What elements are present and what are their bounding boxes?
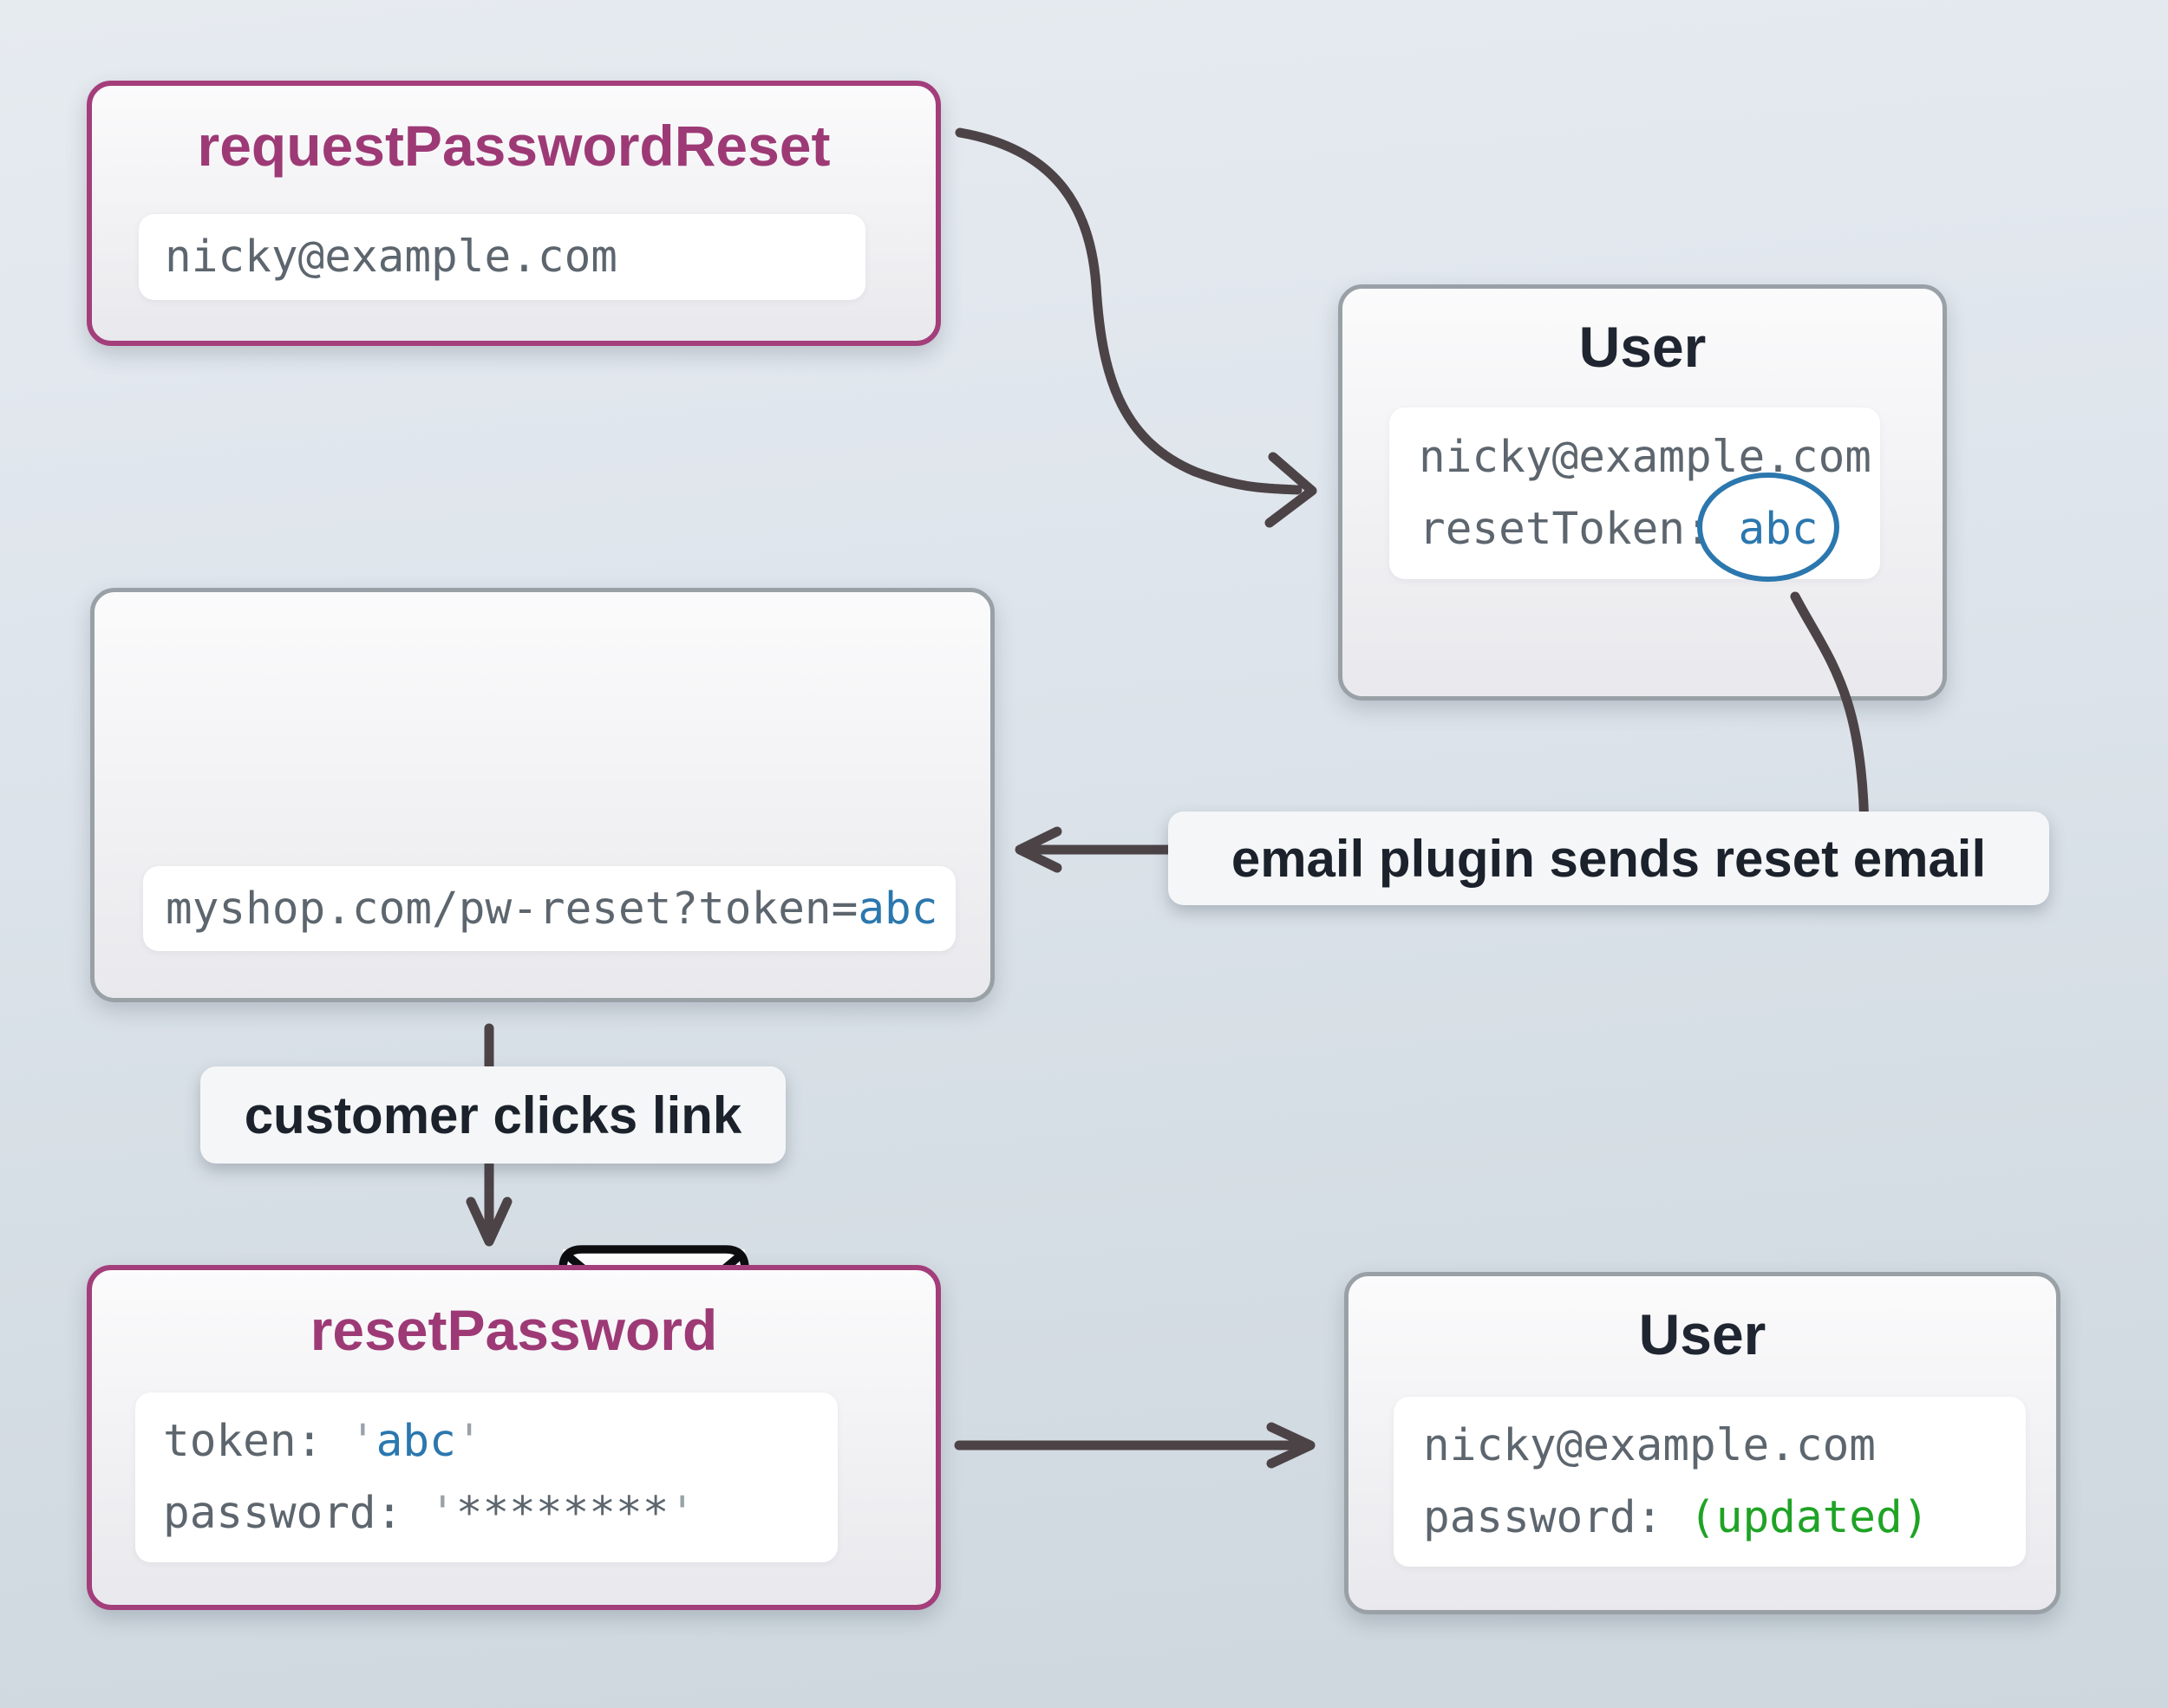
node-title-user-top: User (1578, 315, 1707, 379)
user-bottom-password-value: (updated) (1689, 1491, 1930, 1543)
reset-token-label: resetToken: (1419, 504, 1739, 555)
node-title-request-password-reset: requestPasswordReset (197, 114, 831, 178)
arrow-resetpassword-to-user-head (1266, 1422, 1316, 1469)
user-bottom-record-pill: nicky@example.com password: (updated) (1394, 1397, 2026, 1567)
token-arg-label: token: (163, 1416, 349, 1468)
arrow-label-to-email-head (1015, 826, 1062, 873)
user-top-email: nicky@example.com (1419, 432, 1871, 483)
user-bottom-email: nicky@example.com (1423, 1420, 1876, 1472)
node-user-bottom: User nicky@example.com password: (update… (1344, 1272, 2060, 1614)
node-title-reset-password: resetPassword (310, 1298, 718, 1362)
arrow-email-to-resetpassword-head (466, 1196, 513, 1247)
reset-link-pill: myshop.com/pw-reset?token=abc (143, 866, 956, 951)
email-value: nicky@example.com (165, 231, 617, 283)
token-arg-line: token: 'abc' (163, 1419, 838, 1464)
node-request-password-reset: requestPasswordReset nicky@example.com (87, 81, 941, 346)
user-bottom-password-line: password: (updated) (1423, 1496, 2026, 1540)
node-reset-password: resetPassword token: 'abc' password: '**… (87, 1265, 941, 1610)
reset-password-args-pill: token: 'abc' password: '********' (135, 1392, 838, 1562)
node-title-user-bottom: User (1638, 1302, 1766, 1366)
label-email-plugin: email plugin sends reset email (1168, 812, 2049, 905)
reset-link-token: abc (858, 883, 938, 935)
label-email-plugin-text: email plugin sends reset email (1231, 829, 1987, 888)
password-arg-value: ******** (455, 1487, 669, 1539)
token-open-quote: ' (349, 1416, 376, 1468)
password-arg-line: password: '********' (163, 1491, 838, 1535)
reset-link-prefix: myshop.com/pw-reset?token= (166, 883, 859, 935)
password-open-quote: ' (429, 1487, 456, 1539)
curved-arrow-request-to-user (955, 127, 1303, 495)
token-highlight-circle (1697, 473, 1839, 582)
token-close-quote: ' (455, 1416, 483, 1468)
password-close-quote: ' (669, 1487, 696, 1539)
label-customer-clicks: customer clicks link (200, 1066, 786, 1164)
reset-link: myshop.com/pw-reset?token=abc (166, 887, 956, 931)
node-user-top: User nicky@example.com resetToken: abc (1338, 284, 1947, 701)
email-input-pill: nicky@example.com (139, 214, 865, 300)
node-reset-email: myshop.com/pw-reset?token=abc (90, 588, 995, 1375)
user-bottom-password-label: password: (1423, 1491, 1690, 1543)
label-customer-clicks-text: customer clicks link (244, 1085, 742, 1144)
password-arg-label: password: (163, 1487, 430, 1539)
token-arg-value: abc (375, 1416, 456, 1468)
curved-arrow-request-to-user-head (1264, 452, 1317, 528)
